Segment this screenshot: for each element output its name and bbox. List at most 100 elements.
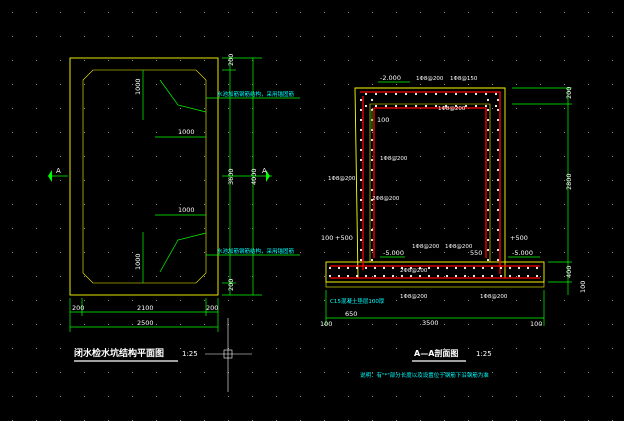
grid-dot (468, 228, 469, 229)
rebar-dot (454, 266, 458, 270)
grid-dot (444, 228, 445, 229)
grid-dot (180, 12, 181, 13)
grid-dot (204, 228, 205, 229)
rebar-label: 1Φ8@200 (438, 106, 466, 112)
grid-dot (468, 324, 469, 325)
grid-dot (348, 36, 349, 37)
grid-dot (132, 132, 133, 133)
grid-dot (348, 84, 349, 85)
grid-dot (588, 372, 589, 373)
grid-dot (36, 228, 37, 229)
grid-dot (516, 180, 517, 181)
section-scale: 1:25 (476, 350, 492, 358)
grid-dot (324, 300, 325, 301)
rebar-dot (444, 92, 448, 96)
rebar-dot (400, 274, 404, 278)
grid-dot (132, 156, 133, 157)
section-dim-bottom-2: 650 (345, 310, 357, 318)
grid-dot (60, 180, 61, 181)
grid-dot (60, 228, 61, 229)
rebar-dot (346, 274, 350, 278)
grid-dot (420, 84, 421, 85)
section-base-slab (325, 261, 545, 283)
rebar-dot (370, 138, 374, 142)
rebar-dot (486, 148, 490, 152)
rebar-inner (374, 107, 487, 258)
grid-dot (300, 276, 301, 277)
grid-dot (396, 372, 397, 373)
grid-dot (300, 372, 301, 373)
section-dim-bottom-4: 100 (530, 320, 542, 328)
grid-dot (156, 60, 157, 61)
rebar-label: 2Φ8@200 (400, 268, 428, 274)
grid-dot (36, 300, 37, 301)
grid-dot (372, 108, 373, 109)
grid-dot (516, 60, 517, 61)
grid-dot (12, 36, 13, 37)
grid-dot (300, 204, 301, 205)
grid-dot (588, 12, 589, 13)
rebar-dot (409, 274, 413, 278)
grid-dot (612, 372, 613, 373)
grid-dot (132, 348, 133, 349)
grid-dot (108, 132, 109, 133)
grid-dot (564, 108, 565, 109)
grid-dot (444, 372, 445, 373)
rebar-dot (496, 188, 500, 192)
rebar-dot (359, 138, 363, 142)
grid-dot (132, 12, 133, 13)
grid-dot (564, 132, 565, 133)
grid-dot (372, 252, 373, 253)
grid-dot (516, 228, 517, 229)
rebar-dot (370, 208, 374, 212)
grid-dot (348, 180, 349, 181)
rebar-dot (486, 118, 490, 122)
grid-dot (300, 108, 301, 109)
grid-dot (252, 276, 253, 277)
grid-dot (132, 396, 133, 397)
grid-dot (204, 396, 205, 397)
section-dim-right-4: 100 (579, 281, 587, 293)
grid-dot (444, 36, 445, 37)
grid-dot (108, 156, 109, 157)
grid-dot (540, 276, 541, 277)
grid-dot (372, 36, 373, 37)
rebar-dot (359, 98, 363, 102)
rebar-dot (370, 148, 374, 152)
rebar-dot (404, 92, 408, 96)
grid-dot (252, 348, 253, 349)
grid-dot (468, 276, 469, 277)
grid-dot (324, 324, 325, 325)
rebar-dot (384, 92, 388, 96)
grid-dot (324, 132, 325, 133)
grid-dot (396, 132, 397, 133)
grid-dot (324, 396, 325, 397)
grid-dot (540, 132, 541, 133)
grid-dot (444, 276, 445, 277)
grid-dot (180, 396, 181, 397)
grid-dot (564, 180, 565, 181)
rebar-dot (445, 266, 449, 270)
rebar-dot (464, 92, 468, 96)
grid-dot (564, 84, 565, 85)
rebar-dot (370, 198, 374, 202)
grid-dot (60, 156, 61, 157)
grid-dot (348, 60, 349, 61)
grid-dot (564, 156, 565, 157)
grid-dot (564, 396, 565, 397)
rebar-dot (464, 104, 468, 108)
rebar-dot (400, 266, 404, 270)
rebar-dot (499, 266, 503, 270)
grid-dot (60, 372, 61, 373)
grid-dot (324, 108, 325, 109)
rebar-dot (463, 274, 467, 278)
grid-dot (180, 300, 181, 301)
grid-dot (12, 228, 13, 229)
plan-dim-v-1: 1000 (134, 78, 142, 95)
grid-dot (60, 108, 61, 109)
plan-dim-bottom-total: 2500 (137, 319, 154, 327)
grid-dot (204, 204, 205, 205)
grid-dot (36, 276, 37, 277)
grid-dot (156, 84, 157, 85)
section-inner-wall (369, 103, 491, 263)
